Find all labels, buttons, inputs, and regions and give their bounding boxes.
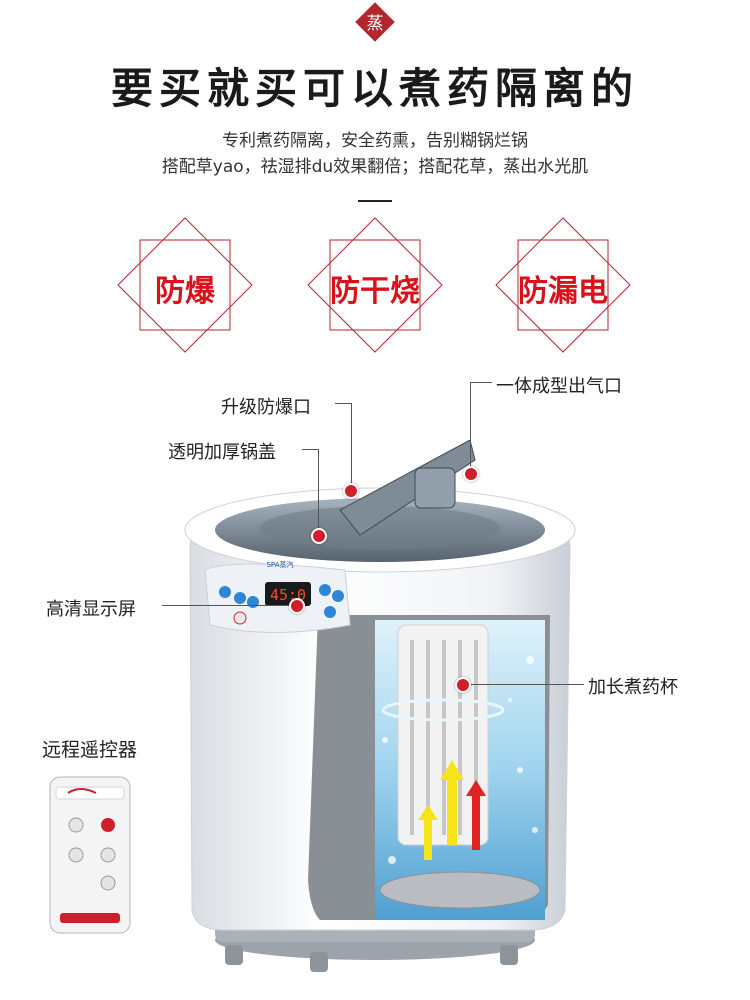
- callout-line: [351, 403, 352, 489]
- callout-dot: [343, 483, 359, 499]
- feature-label: 防干烧: [330, 274, 420, 309]
- callout-line: [162, 605, 292, 606]
- steamer-illustration: 45:0 SPA蒸汽: [170, 439, 590, 980]
- callout-explosion-vent: 升级防爆口: [221, 397, 311, 418]
- remote-label: 远程遥控器: [42, 739, 138, 761]
- callout-line: [470, 382, 492, 383]
- svg-text:SPA蒸汽: SPA蒸汽: [266, 560, 293, 569]
- callout-outlet: 一体成型出气口: [496, 376, 622, 397]
- callout-line: [302, 449, 318, 450]
- callout-dot: [311, 528, 327, 544]
- remote-control-illustration: [48, 775, 132, 935]
- feature-explosion-proof: 防爆: [110, 210, 260, 360]
- feature-dry-burn-proof: 防干烧: [300, 210, 450, 360]
- subtitle-line-1: 专利煮药隔离，安全药熏，告别糊锅烂锅: [222, 131, 528, 151]
- svg-text:蒸: 蒸: [367, 14, 384, 34]
- callout-display: 高清显示屏: [46, 599, 136, 620]
- subtitle-line-2: 搭配草yao，祛湿排du效果翻倍；搭配花草，蒸出水光肌: [161, 157, 589, 177]
- callout-line: [462, 684, 584, 685]
- feature-label: 防爆: [155, 274, 215, 309]
- callout-dot: [289, 598, 305, 614]
- page-title: 要买就买可以煮药隔离的: [110, 64, 639, 113]
- callout-line: [335, 403, 351, 404]
- diamond-frame-icon: [495, 217, 631, 353]
- callout-dot: [455, 677, 471, 693]
- callout-dot: [463, 466, 479, 482]
- feature-label: 防漏电: [518, 274, 608, 309]
- feature-leakage-proof: 防漏电: [488, 210, 638, 360]
- callout-line: [470, 382, 471, 470]
- divider: [358, 200, 392, 202]
- seal-stamp: 蒸: [355, 2, 395, 42]
- diamond-frame-icon: [117, 217, 253, 353]
- callout-line: [318, 449, 319, 532]
- callout-lid: 透明加厚锅盖: [168, 442, 276, 463]
- diamond-frame-icon: [307, 217, 443, 353]
- callout-cup: 加长煮药杯: [588, 677, 678, 698]
